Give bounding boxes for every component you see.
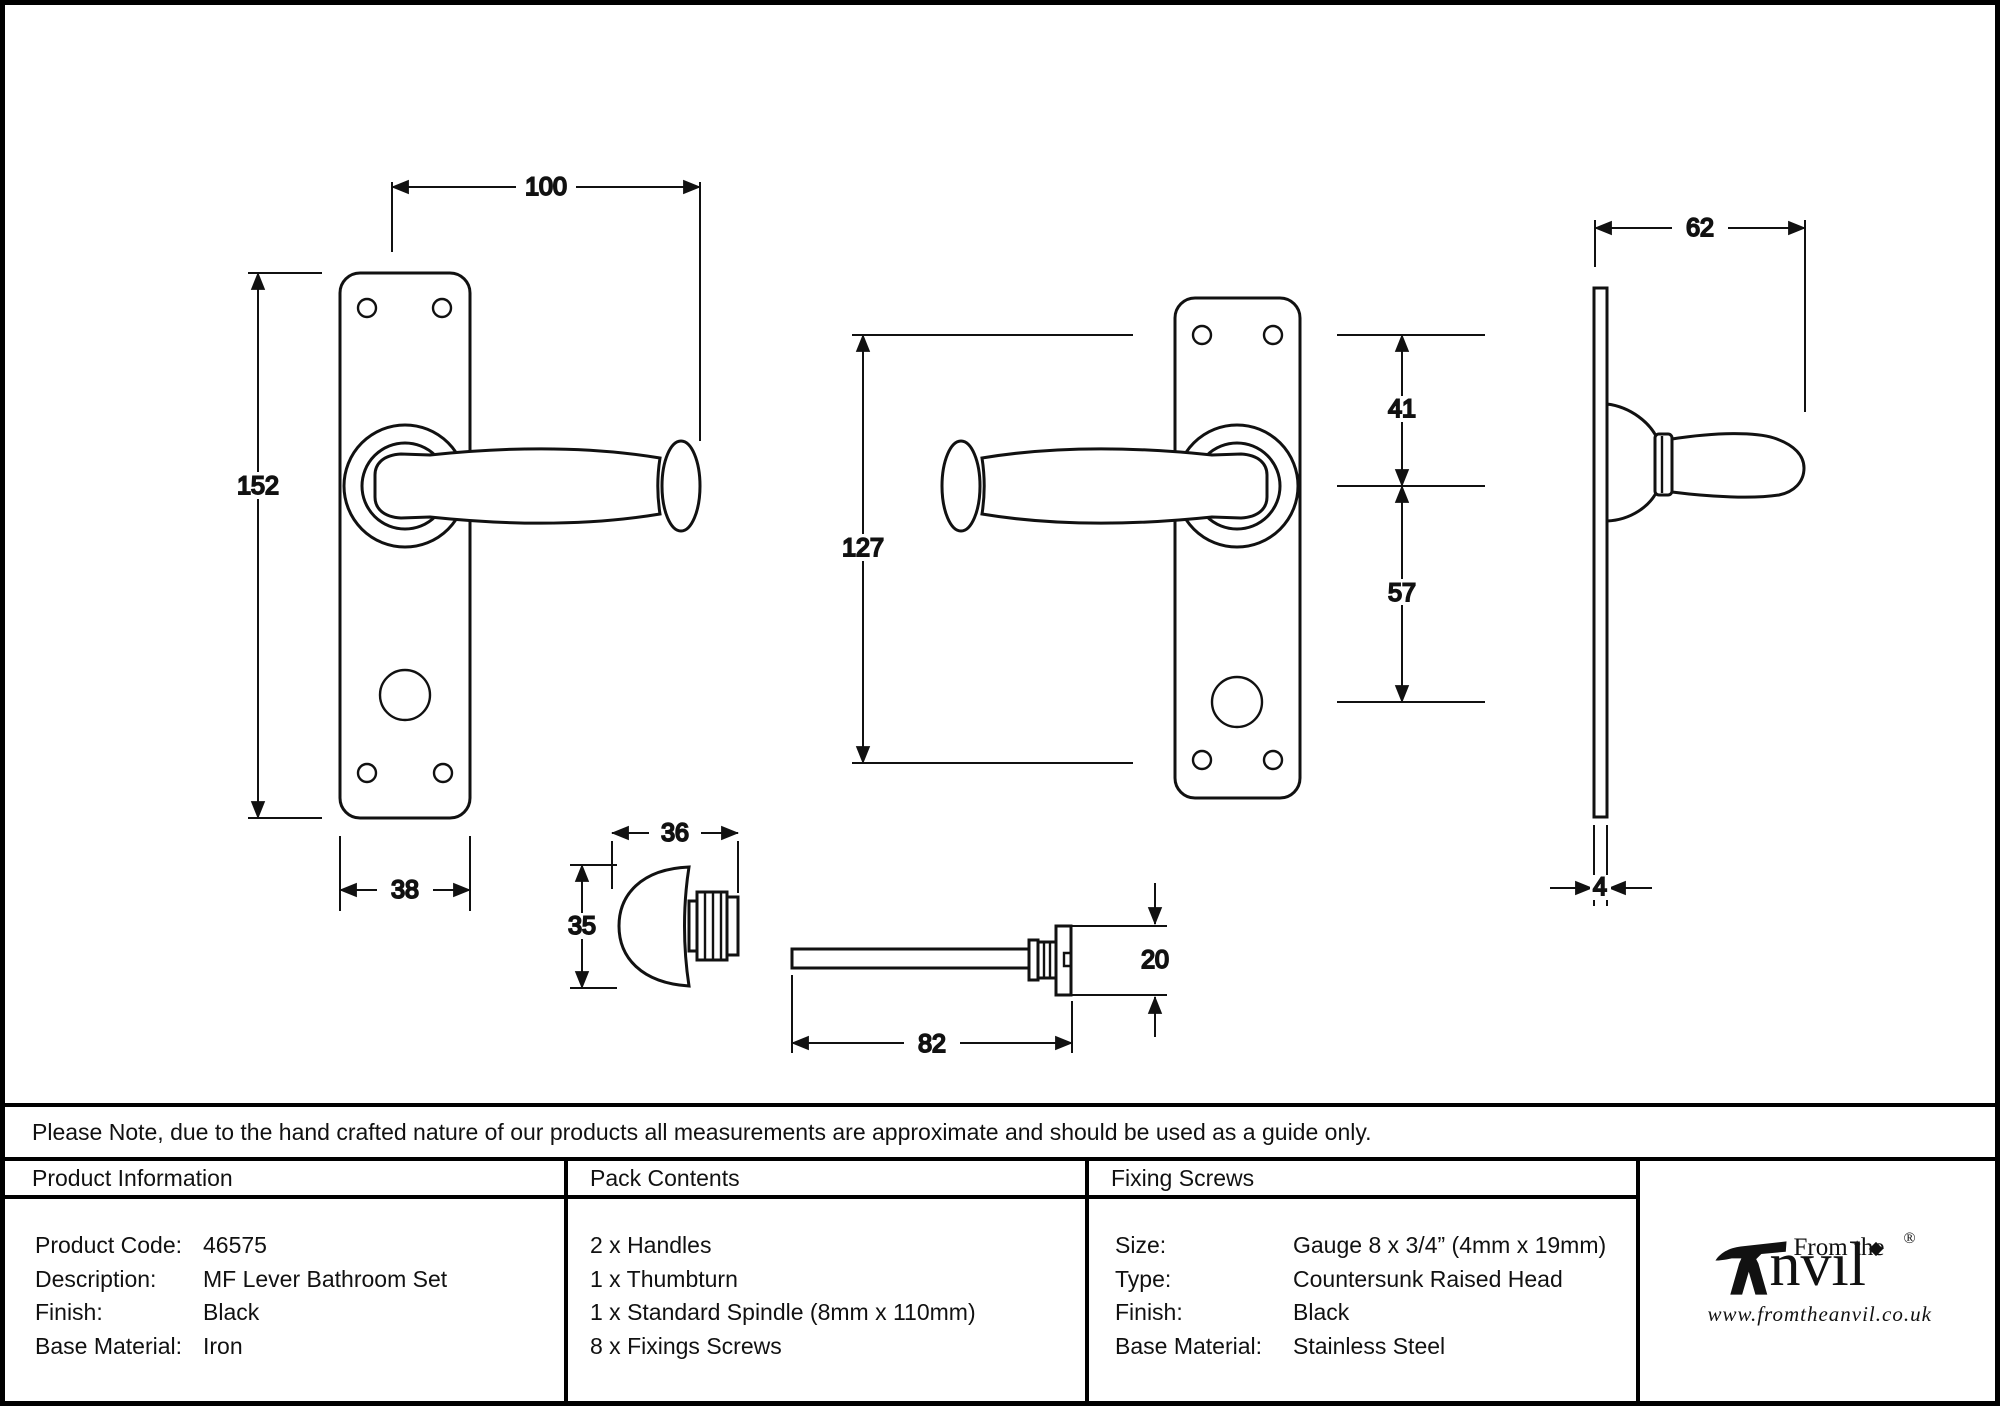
dim-label: 62 [1686, 214, 1714, 242]
lever-bell [1605, 402, 1659, 523]
dim-thumbturn-width: 36 [610, 818, 740, 893]
row-label: Base Material: [1115, 1332, 1263, 1359]
thumbturn-flange [725, 895, 740, 957]
dim-label: 20 [1141, 946, 1169, 974]
thumbturn-drawing [617, 865, 740, 988]
row-value: Black [1293, 1299, 1350, 1325]
backplate-side [1592, 286, 1609, 819]
screw-hole [356, 297, 378, 319]
side-view-handle [1592, 286, 1806, 819]
front-view-handle-left [338, 271, 702, 820]
lever-collar [1653, 432, 1674, 497]
dim-top-to-lever: 41 [1337, 333, 1485, 488]
list-item: 2 x Handles [590, 1232, 712, 1258]
table-row: Finish: Black [35, 1296, 564, 1330]
table-row: Base Material: Iron [35, 1330, 564, 1364]
row-value: Black [203, 1299, 260, 1325]
header-fixing-screws: Fixing Screws [1089, 1161, 1640, 1199]
table-row: Product Code: 46575 [35, 1229, 564, 1263]
fixing-screws-body: Size: Gauge 8 x 3/4” (4mm x 19mm) Type: … [1089, 1199, 1640, 1401]
row-label: Description: [35, 1265, 157, 1292]
lever [373, 447, 662, 525]
info-table: Please Note, due to the hand crafted nat… [5, 1103, 1995, 1401]
screw-hole [1262, 324, 1284, 346]
front-view-handle-right [940, 296, 1302, 800]
dim-plate-thickness: 4 [1550, 825, 1652, 906]
list-item: 8 x Fixings Screws [590, 1332, 782, 1359]
anvil-icon [1714, 1241, 1787, 1295]
row-value: Iron [203, 1332, 243, 1359]
dim-spindle-length: 82 [790, 975, 1074, 1059]
lever [980, 447, 1269, 525]
dim-lever-length: 100 [390, 172, 702, 441]
dim-label: 100 [525, 173, 567, 201]
header-pack-contents: Pack Contents [568, 1161, 1089, 1199]
table-row: Finish: Black [1115, 1296, 1636, 1330]
row-value: 46575 [203, 1232, 267, 1258]
logo-url: www.fromtheanvil.co.uk [1707, 1302, 1932, 1326]
dim-lever-to-turn: 57 [1337, 484, 1485, 704]
dim-backplate-height: 152 [230, 271, 322, 820]
product-information-body: Product Code: 46575 Description: MF Leve… [5, 1199, 568, 1401]
thumbturn-knob [617, 865, 691, 988]
dim-backplate-width: 38 [338, 836, 472, 911]
measurement-note: Please Note, due to the hand crafted nat… [5, 1107, 1995, 1161]
table-row: Size: Gauge 8 x 3/4” (4mm x 19mm) [1115, 1229, 1636, 1263]
header-product-information: Product Information [5, 1161, 568, 1199]
dim-label: 4 [1593, 873, 1607, 901]
logo-brand: nvıl [1770, 1234, 1883, 1296]
brand-cell: From the nvıl ® www.fromtheanvil.co.uk [1640, 1161, 1995, 1401]
registered-mark: ® [1903, 1230, 1916, 1247]
row-label: Size: [1115, 1232, 1167, 1258]
dim-label: 41 [1388, 395, 1416, 423]
spindle-drawing [790, 924, 1073, 997]
technical-drawing: 100 152 38 [230, 172, 1807, 1059]
row-label: Finish: [35, 1299, 103, 1325]
lever-end-cap [940, 439, 982, 533]
dim-label: 152 [237, 472, 279, 500]
screw-hole [431, 297, 453, 319]
row-value: MF Lever Bathroom Set [203, 1265, 448, 1292]
thumbturn-hole [1210, 675, 1264, 729]
row-value: Stainless Steel [1293, 1332, 1446, 1359]
row-label: Base Material: [35, 1332, 183, 1359]
table-row: Type: Countersunk Raised Head [1115, 1263, 1636, 1297]
dim-label: 36 [661, 819, 689, 847]
dim-label: 57 [1388, 579, 1416, 607]
screw-hole [1191, 749, 1213, 771]
row-label: Finish: [1115, 1299, 1183, 1325]
screw-hole [1262, 749, 1284, 771]
table-row: Description: MF Lever Bathroom Set [35, 1263, 564, 1297]
pack-contents-body: 2 x Handles 1 x Thumbturn 1 x Standard S… [568, 1199, 1089, 1401]
thumbturn-hole [378, 668, 432, 722]
dim-thumbturn-height: 35 [556, 863, 617, 990]
lever-end-cap [660, 439, 702, 533]
spindle-slot [1062, 951, 1071, 968]
screw-hole [432, 762, 454, 784]
dim-spindle-end: 20 [1063, 883, 1170, 1037]
dim-fixing-centres: 127 [835, 333, 1133, 765]
table-row: Base Material: Stainless Steel [1115, 1330, 1636, 1364]
row-label: Type: [1115, 1265, 1172, 1292]
screw-hole [1191, 324, 1213, 346]
row-value: Gauge 8 x 3/4” (4mm x 19mm) [1293, 1232, 1607, 1258]
row-label: Product Code: [35, 1232, 183, 1258]
dim-label: 35 [568, 912, 596, 940]
from-the-anvil-logo: From the nvıl ® www.fromtheanvil.co.uk [1707, 1226, 1932, 1336]
dim-label: 127 [842, 534, 884, 562]
list-item: 1 x Standard Spindle (8mm x 110mm) [590, 1299, 976, 1325]
dim-label: 82 [918, 1030, 946, 1058]
lever-grip-side [1670, 432, 1806, 499]
screw-hole [356, 762, 378, 784]
spindle-ribs [1036, 940, 1058, 980]
dim-projection: 62 [1593, 213, 1807, 412]
dim-label: 38 [391, 876, 419, 904]
list-item: 1 x Thumbturn [590, 1265, 738, 1292]
spindle-rod [790, 947, 1031, 970]
row-value: Countersunk Raised Head [1293, 1265, 1563, 1292]
